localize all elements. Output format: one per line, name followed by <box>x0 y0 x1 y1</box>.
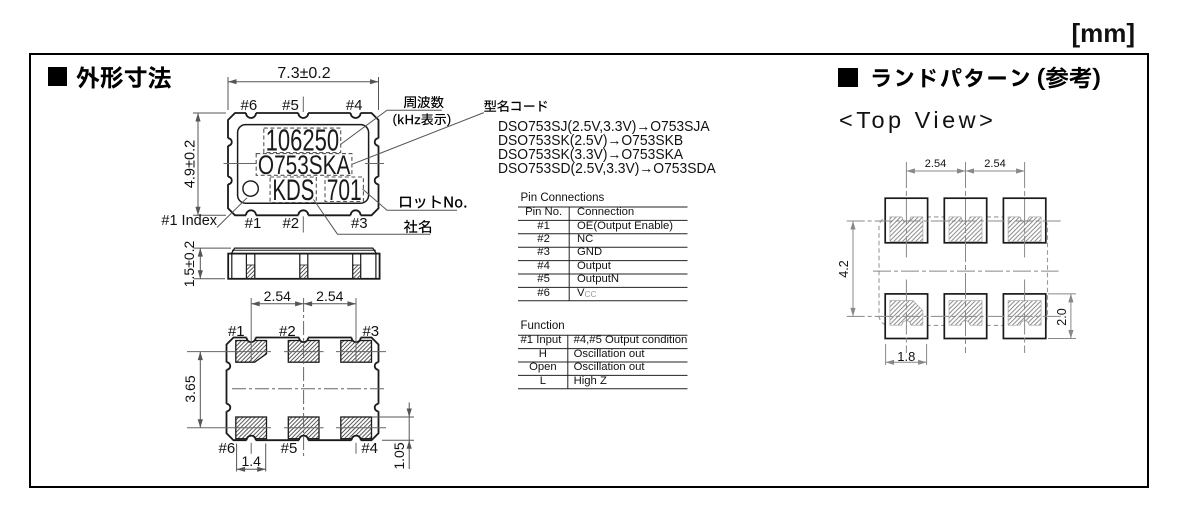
svg-text:106250: 106250 <box>266 124 340 158</box>
svg-text:KDS: KDS <box>272 174 314 207</box>
svg-text:O753SKA: O753SKA <box>258 150 351 180</box>
svg-text:701: 701 <box>327 174 362 207</box>
